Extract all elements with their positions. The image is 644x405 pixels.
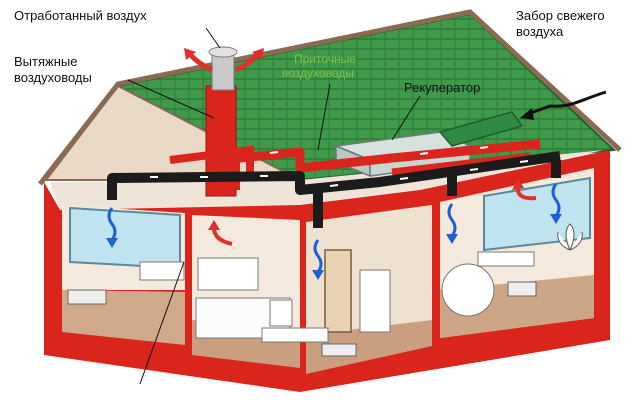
roof-edge <box>38 9 622 186</box>
blue-arrowhead-far <box>550 214 562 224</box>
red-arrowhead-kitchen <box>208 220 220 230</box>
table <box>261 327 329 343</box>
floor-center-right <box>306 320 432 374</box>
fresh-air-arrowhead <box>520 108 534 120</box>
supply-flow-marks <box>150 160 529 187</box>
blue-arrowhead-right <box>446 234 458 244</box>
red-arrowhead-right-room <box>512 178 524 190</box>
blue-arrow-right <box>447 203 457 237</box>
leader-recuperator <box>391 95 421 141</box>
exhaust-cap-top <box>208 46 238 58</box>
door <box>324 249 352 333</box>
blue-arrow-center <box>313 239 323 273</box>
plant <box>557 223 583 251</box>
leader-supply-ducts <box>317 83 331 151</box>
label-fresh-air-line2: воздуха <box>516 24 564 39</box>
fridge <box>359 269 391 333</box>
leader-bottom <box>139 261 185 385</box>
leader-exhaust-ducts <box>127 79 215 119</box>
blue-arrowhead-center <box>312 270 324 280</box>
blue-arrowhead-left <box>106 238 118 248</box>
label-fresh-air-line1: Забор свежего <box>516 8 605 23</box>
kitchen-cabinets <box>197 257 259 291</box>
radiator-right <box>507 281 537 297</box>
leader-exhaust-air <box>205 27 221 49</box>
exhaust-out-arrowhead-left <box>184 48 196 60</box>
window-left <box>69 206 181 270</box>
label-supply-ducts-line1: Приточные <box>294 52 356 66</box>
label-supply-ducts-line2: воздуховоды <box>282 66 354 80</box>
radiator-center <box>321 343 357 357</box>
exhaust-duct-branch <box>169 145 254 190</box>
coffee-table <box>477 251 535 267</box>
label-exhaust-ducts-line2: воздуховоды <box>14 70 92 85</box>
exhaust-flow-marks <box>269 146 489 155</box>
armchair <box>441 263 495 317</box>
exhaust-out-arrowhead-right <box>252 48 264 60</box>
fresh-air-duct <box>438 111 524 147</box>
blue-arrow-left <box>107 207 117 241</box>
radiator-left <box>67 289 107 305</box>
label-recuperator: Рекуператор <box>404 80 481 95</box>
blue-arrow-far <box>551 183 561 217</box>
fresh-air-intake-arrow <box>527 90 607 116</box>
label-exhaust-ducts-line1: Вытяжные <box>14 54 78 69</box>
washing-machine <box>269 299 293 327</box>
bed <box>139 261 185 281</box>
exhaust-duct-main <box>215 139 541 196</box>
label-exhaust-air: Отработанный воздух <box>14 8 147 23</box>
